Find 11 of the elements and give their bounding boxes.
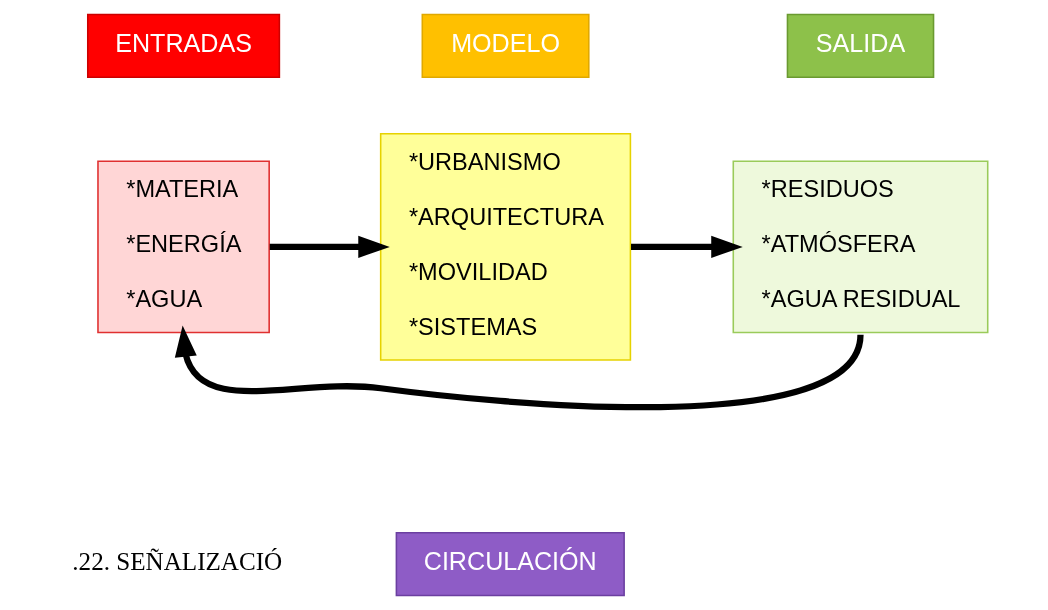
node-box: *MATERIA *ENERGÍA *AGUA bbox=[97, 160, 270, 334]
node-box: SALIDA bbox=[786, 13, 935, 79]
node-box: CIRCULACIÓN bbox=[395, 531, 625, 597]
node-box: *URBANISMO *ARQUITECTURA *MOVILIDAD *SISTEMAS bbox=[379, 133, 632, 361]
label: .22. SEÑALIZACIÓ bbox=[72, 548, 283, 576]
arrow bbox=[631, 235, 743, 258]
arrow bbox=[269, 235, 390, 258]
node-box: *RESIDUOS *ATMÓSFERA *AGUA RESIDUAL bbox=[732, 160, 989, 334]
node-box: MODELO bbox=[421, 13, 590, 79]
node-box: ENTRADAS bbox=[87, 13, 281, 79]
arrow bbox=[174, 325, 864, 411]
